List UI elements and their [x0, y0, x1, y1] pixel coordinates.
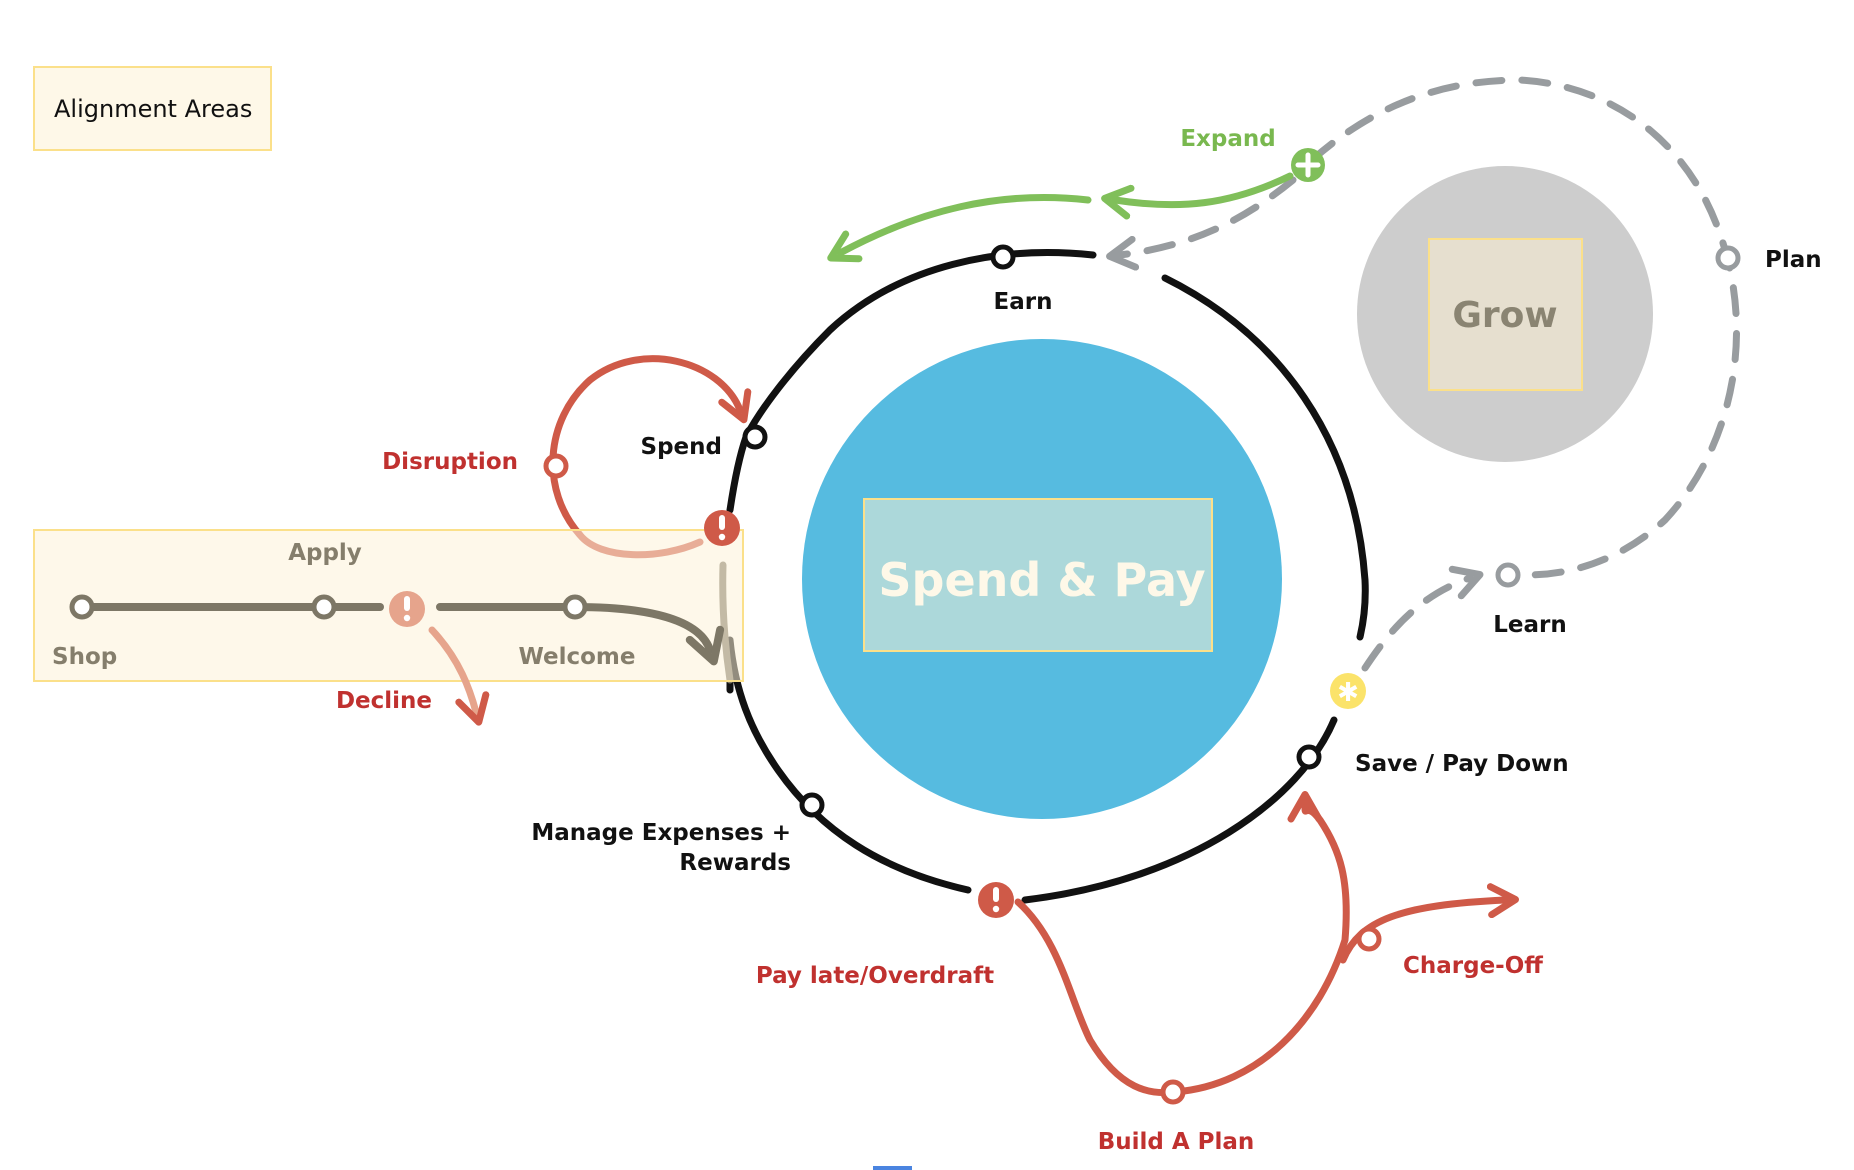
node-earn[interactable]	[990, 244, 1016, 270]
label-welcome: Welcome	[518, 644, 635, 670]
label-learn: Learn	[1493, 612, 1567, 638]
grow-satellite: Grow	[1357, 166, 1653, 462]
growth-loop	[1106, 76, 1740, 672]
label-apply: Apply	[288, 540, 362, 566]
label-earn: Earn	[994, 289, 1053, 315]
node-manage-expenses[interactable]	[799, 792, 825, 818]
node-learn[interactable]	[1495, 562, 1521, 588]
label-pay-late: Pay late/Overdraft	[756, 963, 994, 989]
core-ring	[726, 249, 1369, 904]
recovery-path	[1014, 791, 1519, 1097]
core-label: Spend & Pay	[878, 553, 1205, 607]
label-spend: Spend	[641, 434, 722, 460]
label-build-a-plan: Build A Plan	[1098, 1129, 1255, 1155]
label-expand: Expand	[1180, 126, 1275, 152]
expand-icon-node[interactable]	[1291, 148, 1325, 182]
decline-arrow	[428, 626, 490, 726]
node-save-pay-down[interactable]	[1296, 744, 1322, 770]
node-build-a-plan[interactable]	[1160, 1079, 1186, 1105]
node-spend[interactable]	[742, 424, 768, 450]
label-disruption: Disruption	[382, 449, 518, 475]
alignment-areas-legend: Alignment Areas	[33, 66, 272, 151]
svg-text:✱: ✱	[1337, 678, 1359, 708]
node-apply[interactable]	[311, 594, 337, 620]
node-charge-off[interactable]	[1356, 926, 1382, 952]
spend-pay-core: Spend & Pay	[802, 339, 1282, 819]
plus-icon	[1295, 152, 1321, 178]
node-disruption[interactable]	[543, 453, 569, 479]
node-welcome[interactable]	[562, 594, 588, 620]
label-plan: Plan	[1765, 247, 1822, 273]
warning-icon-decline[interactable]	[389, 591, 425, 627]
grow-label: Grow	[1452, 295, 1557, 336]
sparkle-icon[interactable]: ✱	[1330, 673, 1366, 709]
label-charge-off: Charge-Off	[1403, 953, 1543, 979]
label-manage-line2: Rewards	[679, 850, 791, 876]
legend-label: Alignment Areas	[54, 95, 252, 123]
expand-arrows	[827, 172, 1294, 263]
label-decline: Decline	[336, 688, 432, 714]
label-manage-line1: Manage Expenses +	[531, 820, 791, 846]
node-plan[interactable]	[1715, 245, 1741, 271]
warning-icon-pay-late[interactable]	[978, 882, 1014, 918]
label-shop: Shop	[52, 644, 117, 670]
warning-icon-disruption[interactable]	[704, 510, 740, 546]
scroll-indicator[interactable]	[873, 1166, 912, 1170]
label-save-pay-down: Save / Pay Down	[1355, 751, 1569, 777]
node-shop[interactable]	[69, 594, 95, 620]
